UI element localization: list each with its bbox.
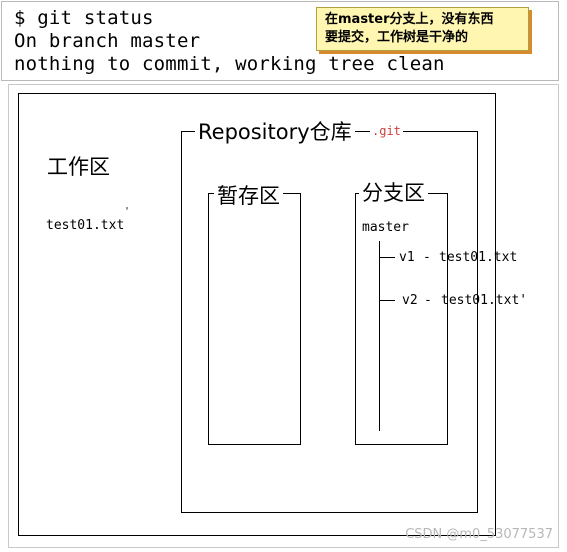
version-1-connector [379, 257, 395, 258]
watermark: CSDN @m0_53077537 [405, 527, 553, 542]
diagram-outer-frame [8, 84, 559, 548]
branch-name: master [362, 220, 409, 235]
version-1-separator: - [423, 250, 431, 265]
callout-note-line-2: 要提交，工作树是干净的 [325, 30, 469, 45]
staging-area-title: 暂存区 [214, 184, 283, 208]
terminal-branch-line: On branch master [14, 30, 201, 52]
branch-timeline [379, 241, 380, 431]
staging-area-box [208, 193, 301, 445]
version-2-separator: - [424, 293, 432, 308]
branch-area-title: 分支区 [359, 181, 428, 205]
version-2-file: test01.txt' [441, 293, 528, 308]
working-area-title: 工作区 [47, 155, 110, 179]
version-2-connector [379, 300, 395, 301]
version-2-label: v2 [402, 293, 418, 308]
working-area-file-mark: ' [124, 206, 131, 217]
working-area-file: test01.txt [46, 218, 125, 233]
version-1-label: v1 [399, 250, 415, 265]
terminal-command: $ git status [14, 7, 154, 29]
callout-note: 在master分支上，没有东西 要提交，工作树是干净的 [316, 7, 529, 51]
repository-git-dir: .git [370, 123, 403, 139]
workspace-frame [18, 93, 496, 536]
terminal-status-line: nothing to commit, working tree clean [14, 53, 445, 75]
version-1-file: test01.txt [439, 250, 518, 265]
callout-note-line-1: 在master分支上，没有东西 [325, 12, 494, 27]
repository-title: Repository仓库 [195, 120, 355, 144]
